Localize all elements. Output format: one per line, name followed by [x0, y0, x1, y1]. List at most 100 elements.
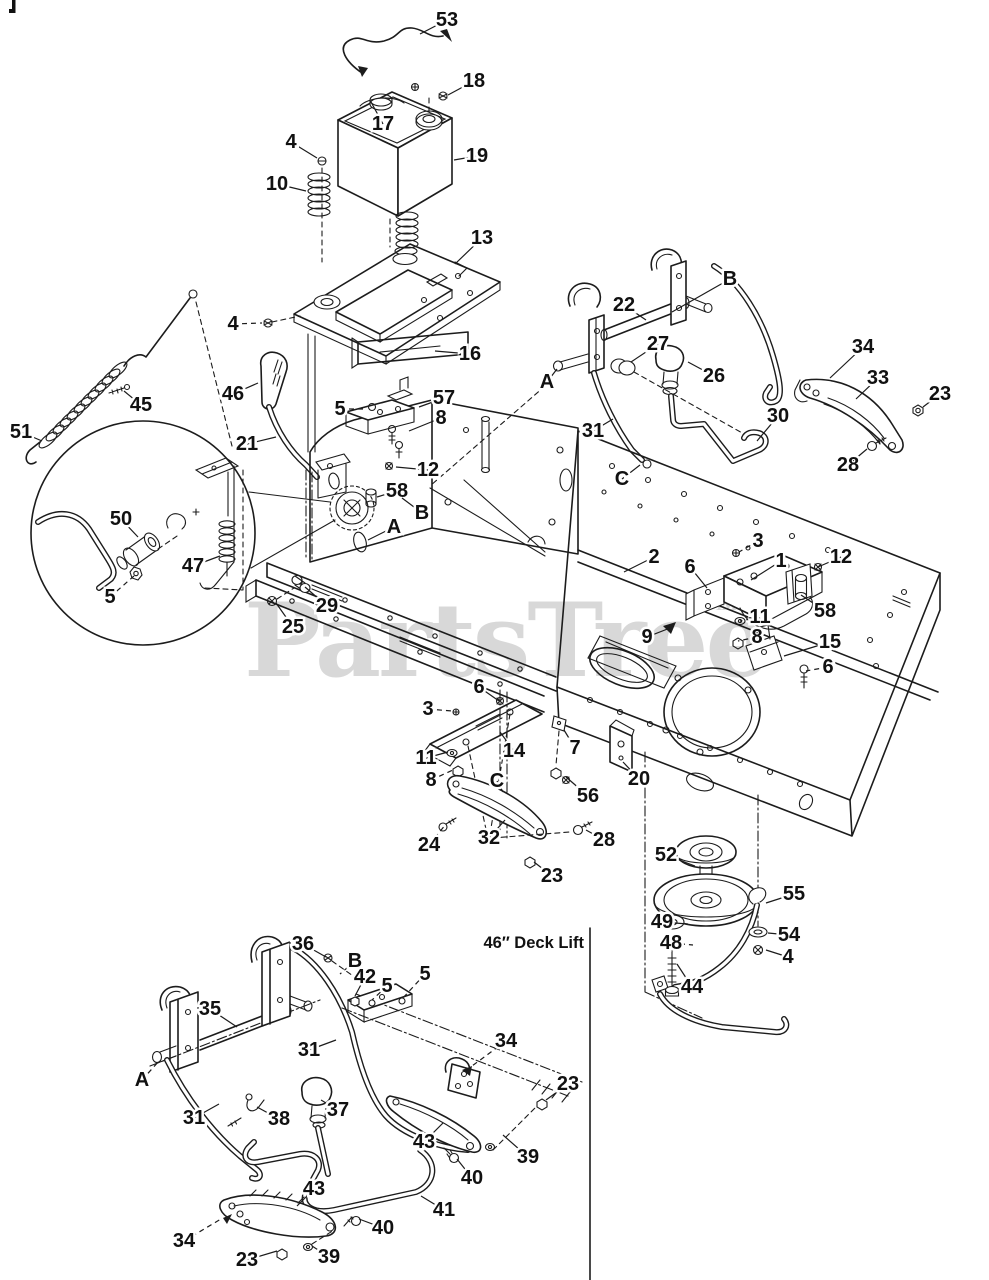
leader-line-53: [419, 19, 448, 35]
bracket-42: [323, 953, 413, 1023]
callout-31: 31: [183, 1107, 205, 1129]
battery-group: [307, 27, 453, 263]
callout-41: 41: [433, 1199, 455, 1221]
lift-shaft-group: [429, 248, 924, 487]
callout-33: 33: [867, 367, 889, 389]
callout-12: 12: [830, 546, 852, 568]
callout-23: 23: [236, 1249, 258, 1271]
callout-58: 58: [386, 480, 408, 502]
callout-31: 31: [298, 1039, 320, 1061]
leader-line-46: [232, 382, 259, 395]
tray-bolt-4: [263, 315, 301, 328]
callout-43: 43: [303, 1178, 325, 1200]
tray-spring: [392, 211, 419, 266]
lift-arm-weldment-left: [567, 282, 602, 308]
leader-line-13: [454, 237, 483, 265]
leader-line-3: [427, 708, 453, 712]
callout-40: 40: [461, 1167, 483, 1189]
battery-cable: [342, 27, 444, 74]
leader-line-58: [376, 490, 398, 498]
callout-55: 55: [783, 883, 805, 905]
leader-line-51: [20, 431, 43, 442]
leader-line-2: [623, 556, 655, 573]
lift-arm-33: [794, 378, 904, 454]
roller-50: [116, 508, 200, 570]
leader-line-5: [371, 985, 388, 1001]
leader-line-44: [676, 963, 693, 988]
leader-line-3: [738, 540, 759, 553]
callout-8: 8: [435, 407, 446, 429]
leader-line-38: [256, 1106, 280, 1120]
leader-line-C: [621, 464, 641, 480]
leader-line-24: [428, 823, 447, 846]
callout-6: 6: [822, 656, 833, 678]
leader-line-4: [765, 949, 789, 958]
leader-line-31: [308, 1039, 337, 1051]
callout-25: 25: [282, 616, 304, 638]
leader-line-39: [502, 1134, 529, 1158]
leader-line-52: [665, 854, 696, 867]
leader-line-31: [592, 418, 614, 432]
rear-rail: [577, 549, 939, 701]
leader-line-23: [246, 1250, 278, 1261]
idler-bracket-47: [194, 457, 244, 591]
callout-39: 39: [318, 1246, 340, 1268]
callout-43: 43: [413, 1131, 435, 1153]
deck-arm-43-lower: [219, 1189, 362, 1261]
callout-58: 58: [814, 600, 836, 622]
callout-4: 4: [227, 313, 239, 335]
callout-B: B: [415, 502, 429, 524]
leader-line-A: [546, 368, 558, 383]
callout-42: 42: [354, 966, 376, 988]
spacer-29: [291, 574, 311, 594]
callout-9: 9: [641, 626, 652, 648]
callout-34: 34: [852, 336, 875, 358]
leader-line-34: [471, 1040, 507, 1067]
leader-line-25: [275, 602, 294, 628]
callout-1: 1: [775, 550, 786, 572]
callout-40: 40: [372, 1217, 394, 1239]
leader-line-A: [141, 1060, 160, 1081]
bracket-20: [609, 719, 635, 773]
callout-2: 2: [648, 546, 659, 568]
callout-3: 3: [422, 698, 433, 720]
leader-line-27: [630, 343, 659, 363]
callout-8: 8: [425, 769, 436, 791]
leader-line-23: [545, 1083, 569, 1101]
battery: [337, 82, 453, 217]
leader-line-56: [565, 776, 589, 797]
callout-30: 30: [767, 405, 789, 427]
leader-line-8: [408, 417, 442, 432]
callout-47: 47: [182, 555, 204, 577]
leader-line-45: [123, 390, 142, 406]
leader-line-6: [689, 566, 708, 589]
leader-line-43: [423, 1122, 444, 1143]
leader-line-11: [425, 751, 449, 759]
callout-35: 35: [199, 998, 221, 1020]
callout-34: 34: [495, 1030, 518, 1052]
callout-11: 11: [415, 747, 436, 769]
bolt-45: [108, 383, 131, 395]
leader-line-6: [805, 666, 829, 672]
callout-27: 27: [647, 333, 669, 355]
callout-22: 22: [613, 294, 635, 316]
callout-36: 36: [292, 933, 314, 955]
leader-line-20: [622, 761, 640, 780]
leader-line-C: [496, 780, 504, 793]
leader-line-43: [296, 1188, 315, 1207]
leader-line-6: [478, 686, 500, 702]
callout-34: 34: [173, 1230, 196, 1252]
callout-7: 7: [569, 737, 580, 759]
callout-54: 54: [778, 924, 801, 946]
leader-line-37: [320, 1099, 339, 1111]
leader-line-9: [646, 627, 671, 638]
callout-24: 24: [418, 834, 441, 856]
battery-bolt-18: [438, 91, 448, 101]
leader-line-23: [533, 861, 553, 877]
callout-32: 32: [478, 827, 500, 849]
callout-44: 44: [681, 976, 704, 998]
callout-3: 3: [752, 530, 763, 552]
callout-C: C: [490, 770, 504, 792]
